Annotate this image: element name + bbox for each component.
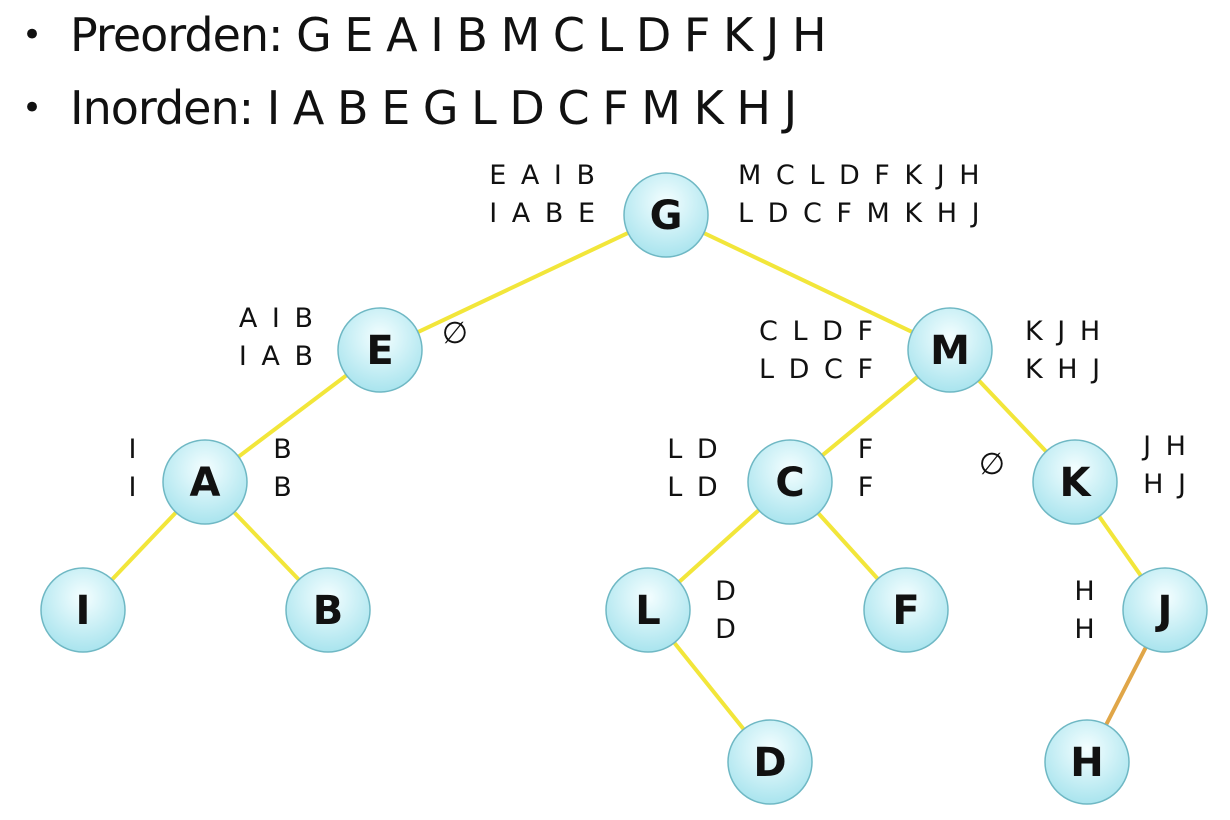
node-circle xyxy=(605,567,691,653)
empty-subtree-symbol: ∅ xyxy=(979,447,1005,482)
preorder-subsequence: I xyxy=(129,434,140,465)
node-label: J xyxy=(1155,588,1173,634)
preorder-subsequence: M C L D F K J H xyxy=(738,160,983,191)
edge-c-f xyxy=(816,511,880,581)
node-label: E xyxy=(366,328,393,374)
tree-node-b: B xyxy=(285,567,371,653)
edge-e-a xyxy=(236,373,349,459)
node-circle xyxy=(747,439,833,525)
tree-node-j: J xyxy=(1122,567,1208,653)
bullet-icon: • xyxy=(22,15,43,55)
edge-c-l xyxy=(677,508,761,584)
inorder-subsequence: L D C F M K H J xyxy=(738,198,983,229)
node-label: C xyxy=(775,460,804,506)
annotation-k-right: J H H J xyxy=(1141,431,1189,500)
node-label: A xyxy=(190,460,221,506)
annotation-l-right: DD xyxy=(715,576,739,645)
annotation-a-left: II xyxy=(129,434,140,503)
node-label: D xyxy=(753,740,786,786)
tree-node-a: A xyxy=(162,439,248,525)
annotations-layer: E A I B I A B E M C L D F K J H L D C F M K… xyxy=(129,160,1189,645)
preorder-subsequence: L D xyxy=(667,434,720,465)
preorder-subsequence: F xyxy=(858,434,877,465)
inorder-subsequence: H J xyxy=(1143,469,1189,500)
node-label: K xyxy=(1060,460,1093,506)
node-circle xyxy=(285,567,371,653)
inorder-subsequence: D xyxy=(715,614,739,645)
tree-node-f: F xyxy=(863,567,949,653)
preorder-subsequence: D xyxy=(715,576,739,607)
annotation-c-left: L D L D xyxy=(667,434,720,503)
inorder-subsequence: K H J xyxy=(1025,354,1103,385)
annotation-g-left: E A I B I A B E xyxy=(489,160,598,229)
node-circle xyxy=(162,439,248,525)
preorder-subsequence: J H xyxy=(1141,431,1189,462)
tree-node-m: M xyxy=(907,307,993,393)
preorder-subsequence: B xyxy=(273,434,295,465)
empty-subtree-symbol: ∅ xyxy=(442,316,468,351)
annotation-m-right: K J H K H J xyxy=(1025,316,1103,385)
node-label: B xyxy=(313,588,344,634)
node-circle xyxy=(1044,719,1130,805)
node-circle xyxy=(907,307,993,393)
inorder-subsequence: L D C F xyxy=(759,354,876,385)
annotation-e-left: A I B I A B xyxy=(239,303,316,372)
inorder-subsequence: I xyxy=(129,472,140,503)
inorder-subsequence: B xyxy=(273,472,295,503)
preorder-text: Preorden: G E A I B M C L D F K J H xyxy=(70,8,827,62)
nodes-layer: G E M A C K I B L F J D H xyxy=(40,172,1208,805)
edge-j-h xyxy=(1104,645,1148,727)
node-label: M xyxy=(930,328,970,374)
annotation-c-right: FF xyxy=(858,434,877,503)
node-circle xyxy=(863,567,949,653)
preorder-subsequence: C L D F xyxy=(759,316,876,347)
tree-node-g: G xyxy=(623,172,709,258)
node-label: I xyxy=(76,588,91,634)
inorder-subsequence: H xyxy=(1074,614,1097,645)
edge-m-k xyxy=(976,378,1049,454)
node-circle xyxy=(40,567,126,653)
tree-node-l: L xyxy=(605,567,691,653)
node-circle xyxy=(623,172,709,258)
tree-node-e: E xyxy=(337,307,423,393)
edge-a-i xyxy=(109,510,179,582)
tree-node-d: D xyxy=(727,719,813,805)
node-circle xyxy=(727,719,813,805)
inorder-subsequence: I A B xyxy=(239,341,316,372)
node-label: H xyxy=(1070,740,1103,786)
inorder-text: Inorden: I A B E G L D C F M K H J xyxy=(70,81,797,135)
tree-node-h: H xyxy=(1044,719,1130,805)
edges-layer xyxy=(109,230,1148,732)
preorder-subsequence: A I B xyxy=(239,303,316,334)
bullet-icon: • xyxy=(22,88,43,128)
tree-node-c: C xyxy=(747,439,833,525)
edge-g-e xyxy=(415,230,631,335)
node-circle xyxy=(1032,439,1118,525)
node-label: G xyxy=(650,193,683,239)
inorder-subsequence: I A B E xyxy=(489,198,598,229)
node-label: F xyxy=(892,588,919,634)
edge-a-b xyxy=(232,510,301,582)
edge-k-j xyxy=(1097,514,1143,578)
inorder-subsequence: L D xyxy=(667,472,720,503)
node-circle xyxy=(337,307,423,393)
edge-l-d xyxy=(672,640,746,732)
annotation-m-left: C L D F L D C F xyxy=(759,316,876,385)
tree-node-i: I xyxy=(40,567,126,653)
preorder-subsequence: K J H xyxy=(1025,316,1103,347)
inorder-subsequence: F xyxy=(858,472,877,503)
node-circle xyxy=(1122,567,1208,653)
preorder-subsequence: E A I B xyxy=(489,160,598,191)
edge-g-m xyxy=(701,231,915,334)
edge-m-c xyxy=(820,374,920,458)
annotation-g-right: M C L D F K J H L D C F M K H J xyxy=(738,160,983,229)
tree-node-k: K xyxy=(1032,439,1118,525)
node-label: L xyxy=(635,588,661,634)
preorder-subsequence: H xyxy=(1074,576,1097,607)
annotation-a-right: BB xyxy=(273,434,295,503)
annotation-j-left: HH xyxy=(1074,576,1097,645)
